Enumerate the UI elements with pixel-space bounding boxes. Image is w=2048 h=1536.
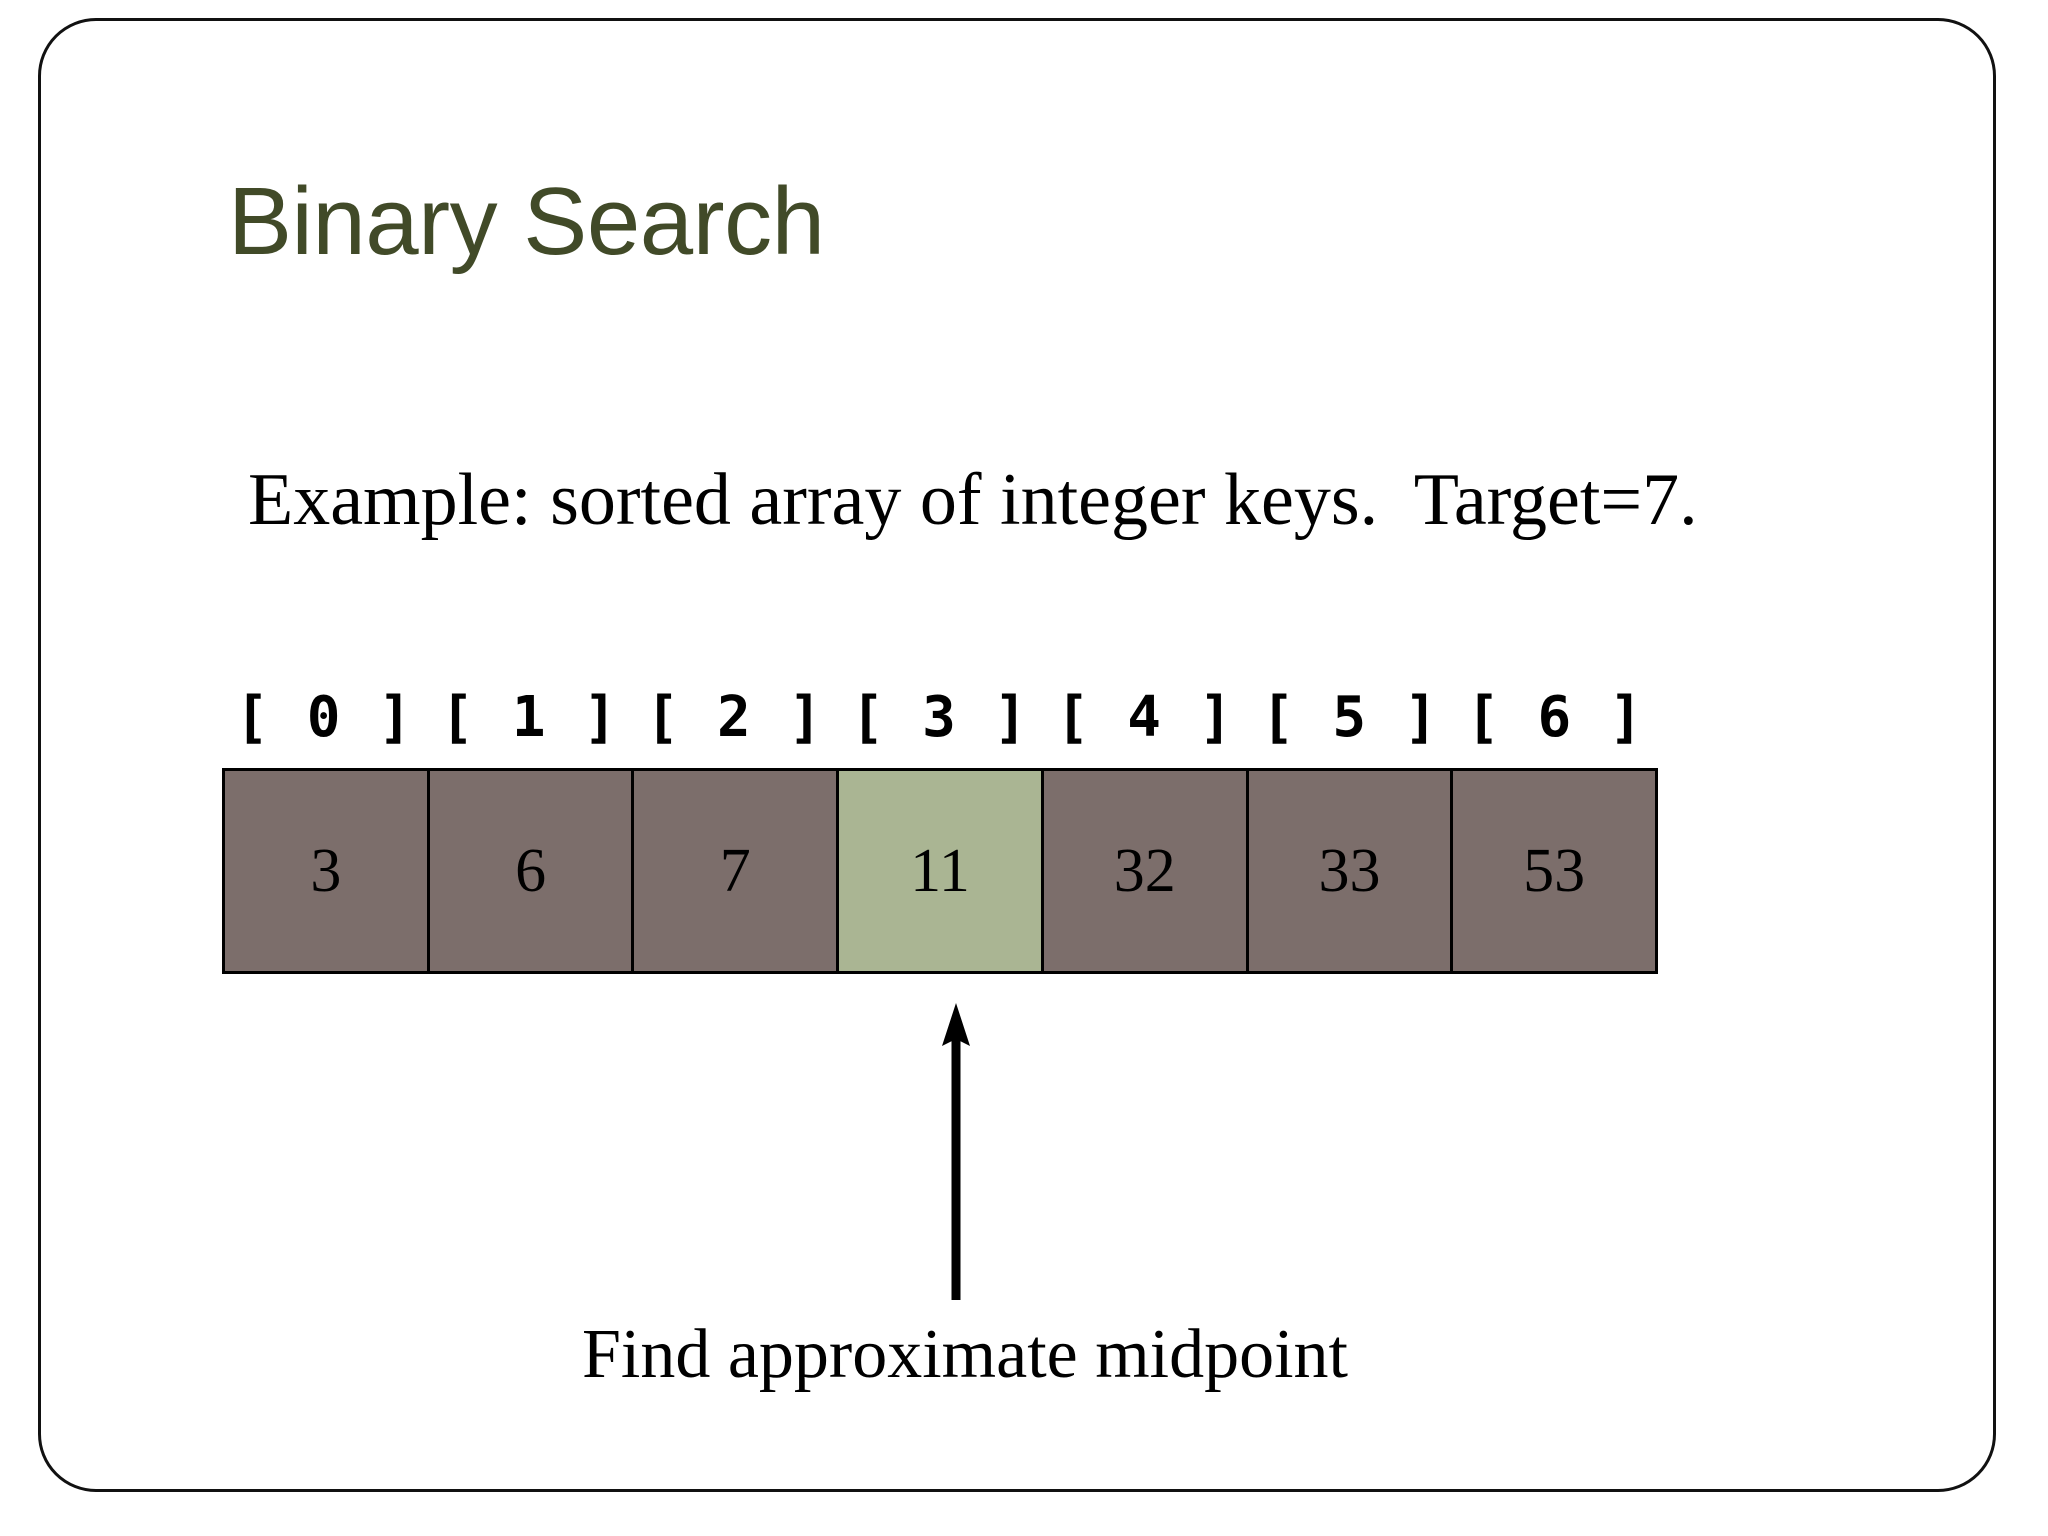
array-index-label-1: [ 1 ] (440, 685, 619, 750)
slide-border-frame (38, 18, 1996, 1492)
array-cell-0: 3 (225, 771, 430, 971)
page-title: Binary Search (228, 168, 825, 275)
array-index-label-6: [ 6 ] (1466, 685, 1645, 750)
array-cell-6: 53 (1453, 771, 1656, 971)
array-index-label-3: [ 3 ] (850, 685, 1030, 750)
array-index-label-5: [ 5 ] (1260, 685, 1440, 750)
array-cell-row: 3 6 7 11 32 33 53 (222, 768, 1658, 974)
array-index-label-0: [ 0 ] (235, 685, 414, 750)
array-cell-3-midpoint: 11 (839, 771, 1044, 971)
array-cell-4: 32 (1043, 771, 1249, 971)
array-cell-5: 33 (1248, 771, 1454, 971)
up-arrow-icon (942, 1003, 970, 1300)
array-diagram: [ 0 ] [ 1 ] [ 2 ] [ 3 ] [ 4 ] [ 5 ] [ 6 … (222, 672, 1658, 974)
array-cell-1: 6 (429, 771, 635, 971)
array-cell-2: 7 (634, 771, 840, 971)
example-description-text: Example: sorted array of integer keys. T… (248, 459, 1698, 541)
array-index-row: [ 0 ] [ 1 ] [ 2 ] [ 3 ] [ 4 ] [ 5 ] [ 6 … (222, 672, 1658, 750)
midpoint-caption-text: Find approximate midpoint (581, 1316, 1349, 1393)
array-index-label-2: [ 2 ] (645, 685, 825, 750)
array-index-label-4: [ 4 ] (1055, 685, 1235, 750)
